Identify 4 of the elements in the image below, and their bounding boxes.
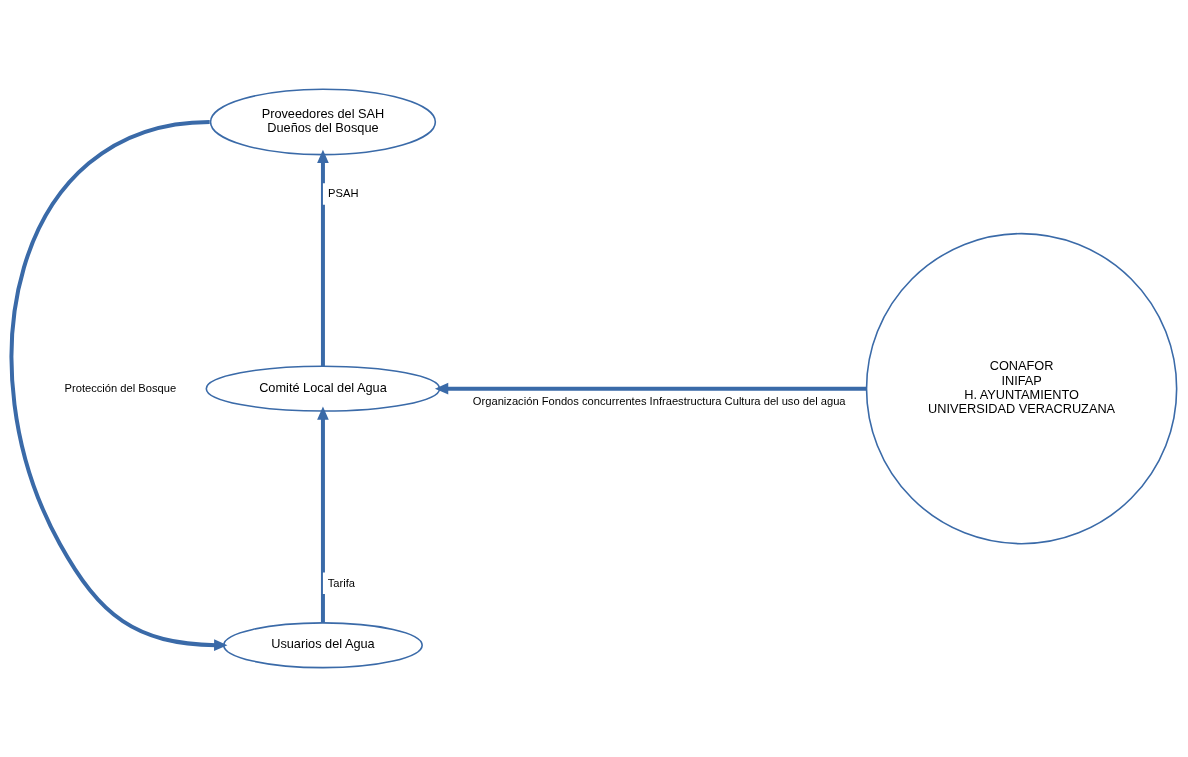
edge-label: Protección del Bosque [64, 382, 177, 394]
edge-label: PSAH [328, 187, 359, 200]
edge-label: Tarifa [327, 576, 356, 589]
edge-label: Organización Fondos concurrentes Infraestructura Cultura del uso del agua [472, 395, 846, 408]
